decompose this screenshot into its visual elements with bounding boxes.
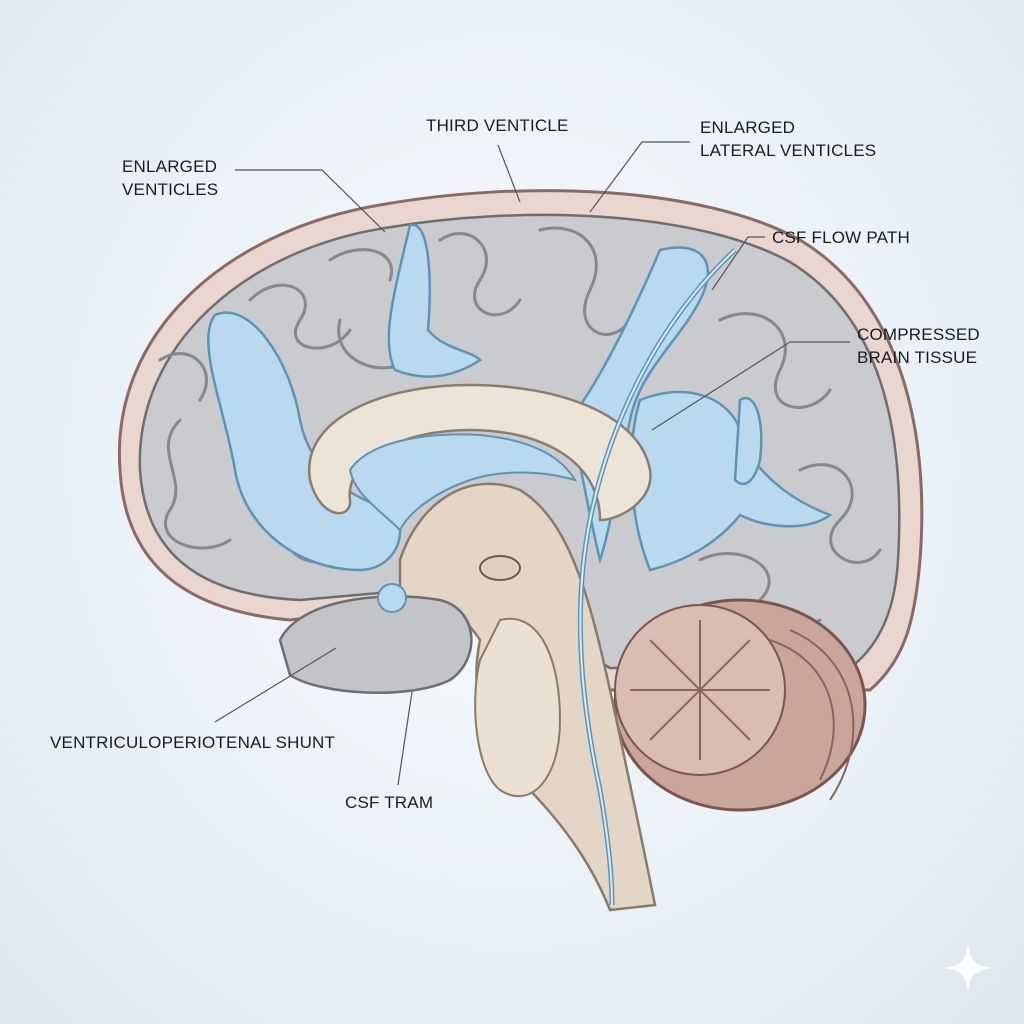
fourth-ventricle [377,583,407,613]
label-csf-flow-path: CSF FLOW PATH [772,228,910,247]
sparkle-icon [944,944,992,992]
label-enlarged-lateral-ventricles: ENLARGED LATERAL VENTICLES [700,116,876,162]
label-shunt: VENTRICULOPERIOTENAL SHUNT [50,733,336,752]
label-line: VENTICLES [122,180,219,199]
midbrain-structure [479,555,521,581]
pons [474,617,562,797]
label-csf-tram: CSF TRAM [345,793,434,812]
label-enlarged-ventricles: ENLARGED VENTICLES [122,155,218,201]
label-compressed-brain-tissue: COMPRESSED BRAIN TISSUE [857,323,980,369]
label-line: COMPRESSED [857,325,980,344]
third-ventricle [348,433,578,532]
label-line: ENLARGED [122,157,218,176]
label-line: BRAIN TISSUE [857,348,978,367]
label-line: LATERAL VENTICLES [700,141,877,160]
temporal-lobe [278,595,473,694]
leader-lines [214,141,850,786]
cerebellum [613,598,867,812]
label-line: ENLARGED [700,118,796,137]
label-third-ventricle: THIRD VENTICLE [426,116,569,135]
